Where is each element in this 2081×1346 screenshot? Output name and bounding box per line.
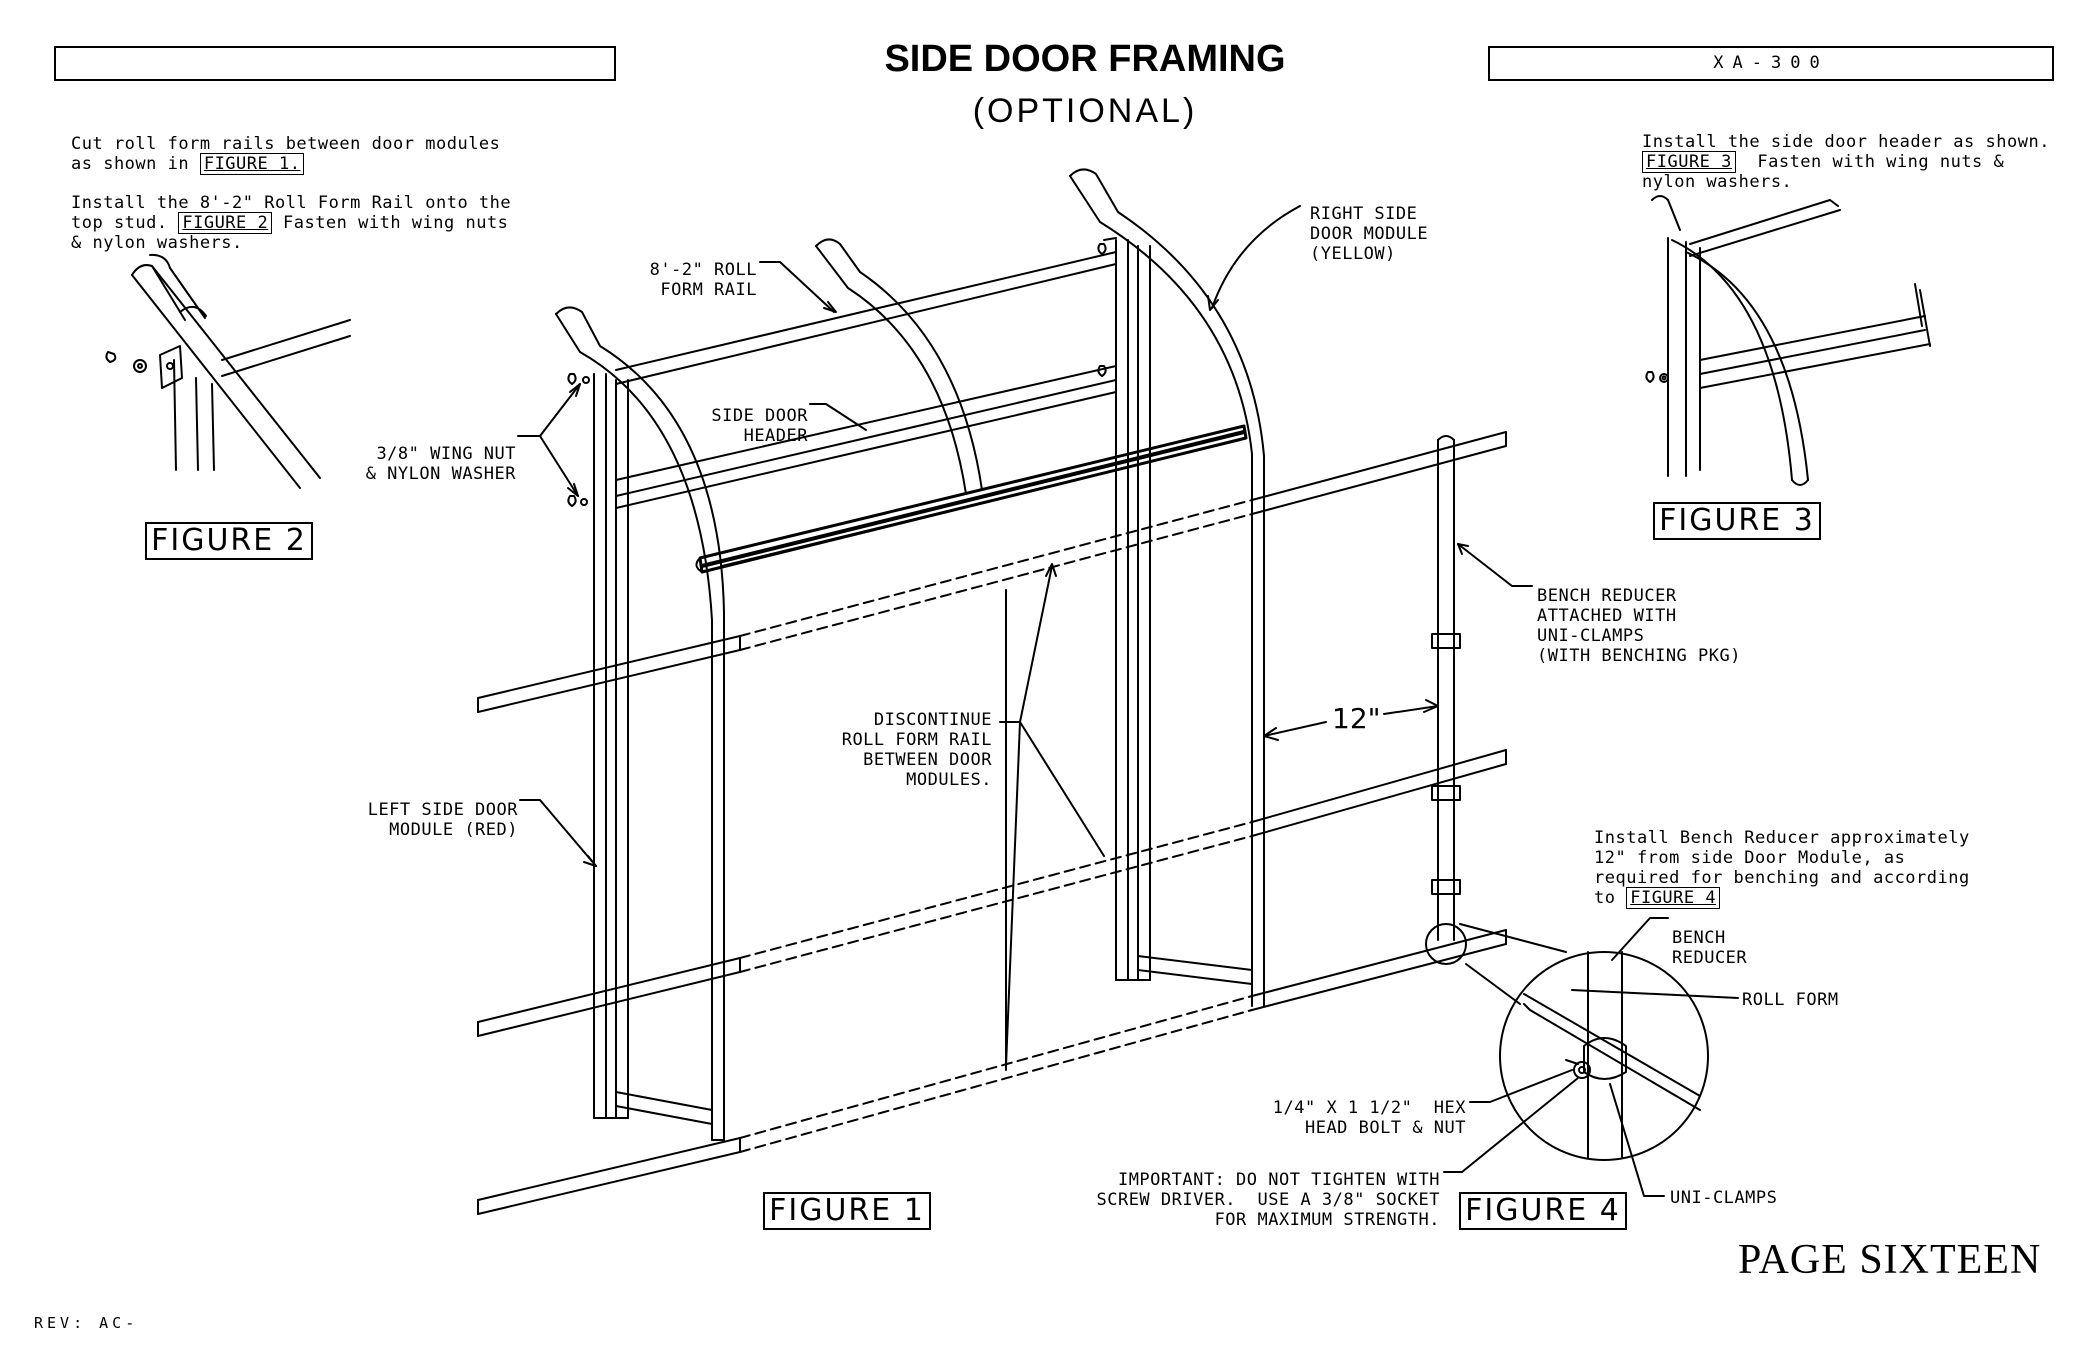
callout-discontinue: DISCONTINUE ROLL FORM RAIL BETWEEN DOOR …	[830, 690, 992, 790]
figure4-reference: FIGURE 4	[1626, 887, 1721, 909]
figure2-label: FIGURE 2	[145, 522, 313, 560]
figure4-detail	[1459, 923, 1709, 1161]
callout-wing-nut-line1: 3/8" WING NUT	[376, 444, 516, 464]
callout-important-line3: FOR MAXIMUM STRENGTH.	[1214, 1210, 1440, 1230]
callout-right-module-line3: (YELLOW)	[1310, 244, 1396, 264]
callout-bench-line1: BENCH REDUCER	[1537, 586, 1677, 606]
instruction-step3-line3: nylon washers.	[1642, 172, 1793, 192]
figure3-detail	[1645, 195, 1931, 486]
callout-roll-form: ROLL FORM	[1742, 990, 1839, 1010]
discontinued-rails	[739, 499, 1253, 1153]
callout-bench-reducer: BENCH REDUCER	[1672, 908, 1747, 968]
instruction-step2-line2-post: Fasten with wing nuts	[272, 213, 509, 233]
instruction-step1-line1: Cut roll form rails between door modules	[71, 134, 501, 154]
instruction-step3-line2: Fasten with wing nuts &	[1735, 152, 2005, 172]
callout-discontinue-line3: BETWEEN DOOR	[863, 750, 992, 770]
instruction-step2-line1: Install the 8'-2" Roll Form Rail onto th…	[71, 193, 512, 213]
header-left-box	[54, 46, 616, 81]
callout-important-line2: SCREW DRIVER. USE A 3/8" SOCKET	[1096, 1190, 1440, 1210]
instruction-step4-line3: required for benching and according	[1594, 868, 1970, 888]
instruction-step2-line2: top stud.	[71, 213, 179, 233]
instruction-step2: Install the 8'-2" Roll Form Rail onto th…	[71, 173, 511, 253]
callout-hex-bolt: 1/4" X 1 1/2" HEX HEAD BOLT & NUT	[1240, 1078, 1466, 1138]
callout-hex-bolt-line2: HEAD BOLT & NUT	[1304, 1118, 1466, 1138]
callout-important: IMPORTANT: DO NOT TIGHTEN WITH SCREW DRI…	[1080, 1150, 1440, 1230]
leader-lines	[517, 205, 1739, 1197]
instruction-step4-line2: 12" from side Door Module, as	[1594, 848, 1906, 868]
figure2-detail	[105, 253, 351, 489]
callout-wing-nut: 3/8" WING NUT & NYLON WASHER	[340, 424, 516, 484]
callout-bench-line4: (WITH BENCHING PKG)	[1537, 646, 1741, 666]
figure1-main-frame	[477, 168, 1507, 1215]
callout-discontinue-line1: DISCONTINUE	[873, 710, 992, 730]
instruction-step4-line4: to	[1594, 888, 1627, 908]
page-subtitle: (OPTIONAL)	[972, 92, 1198, 130]
instruction-step1: Cut roll form rails between door modules…	[71, 114, 501, 175]
callout-discontinue-line2: ROLL FORM RAIL	[841, 730, 992, 750]
instruction-step3-line1: Install the side door header as shown.	[1642, 132, 2050, 152]
callout-bench-reducer-line2: REDUCER	[1672, 948, 1748, 968]
figure4-label: FIGURE 4	[1459, 1192, 1627, 1230]
doc-number-box: XA-300	[1488, 46, 2054, 81]
callout-roll-form-rail-line2: FORM RAIL	[660, 280, 757, 300]
callout-left-module-line2: MODULE (RED)	[389, 820, 518, 840]
figure1-reference: FIGURE 1.	[199, 153, 305, 175]
figure2-reference: FIGURE 2	[178, 212, 273, 234]
callout-uni-clamps: UNI-CLAMPS	[1670, 1188, 1778, 1208]
instruction-step3: Install the side door header as shown. F…	[1642, 112, 2050, 192]
callout-side-door-header-line1: SIDE DOOR	[711, 406, 808, 426]
figure3-reference: FIGURE 3	[1642, 151, 1736, 173]
instruction-step4: Install Bench Reducer approximately 12" …	[1594, 808, 1970, 909]
callout-bench-line3: UNI-CLAMPS	[1537, 626, 1645, 646]
instruction-step1-line2: as shown in	[71, 154, 200, 174]
page-title: SIDE DOOR FRAMING	[884, 38, 1286, 80]
callout-left-module-line1: LEFT SIDE DOOR	[367, 800, 518, 820]
callout-bench-reducer-line1: BENCH	[1672, 928, 1726, 948]
callout-wing-nut-line2: & NYLON WASHER	[365, 464, 516, 484]
callout-important-line1: IMPORTANT: DO NOT TIGHTEN WITH	[1117, 1170, 1440, 1190]
callout-right-module-line2: DOOR MODULE	[1310, 224, 1429, 244]
callout-roll-form-rail-line1: 8'-2" ROLL	[649, 260, 757, 280]
instruction-step4-line1: Install Bench Reducer approximately	[1594, 828, 1970, 848]
page-number: PAGE SIXTEEN	[1738, 1237, 2042, 1283]
callout-discontinue-line4: MODULES.	[906, 770, 992, 790]
dimension-12-inch: 12"	[1332, 702, 1381, 735]
callout-bench-reducer-attached: BENCH REDUCER ATTACHED WITH UNI-CLAMPS (…	[1537, 566, 1741, 666]
callout-roll-form-rail: 8'-2" ROLL FORM RAIL	[620, 240, 757, 300]
callout-right-module-line1: RIGHT SIDE	[1310, 204, 1418, 224]
callout-hex-bolt-line1: 1/4" X 1 1/2" HEX	[1272, 1098, 1466, 1118]
figure1-label: FIGURE 1	[763, 1192, 931, 1230]
callout-left-module: LEFT SIDE DOOR MODULE (RED)	[360, 780, 518, 840]
figure3-label: FIGURE 3	[1653, 502, 1821, 540]
callout-right-module: RIGHT SIDE DOOR MODULE (YELLOW)	[1310, 184, 1428, 264]
instruction-step2-line3: & nylon washers.	[71, 233, 243, 253]
callout-bench-line2: ATTACHED WITH	[1537, 606, 1677, 626]
revision: REV: AC-	[34, 1314, 139, 1332]
doc-number: XA-300	[1713, 53, 1829, 73]
